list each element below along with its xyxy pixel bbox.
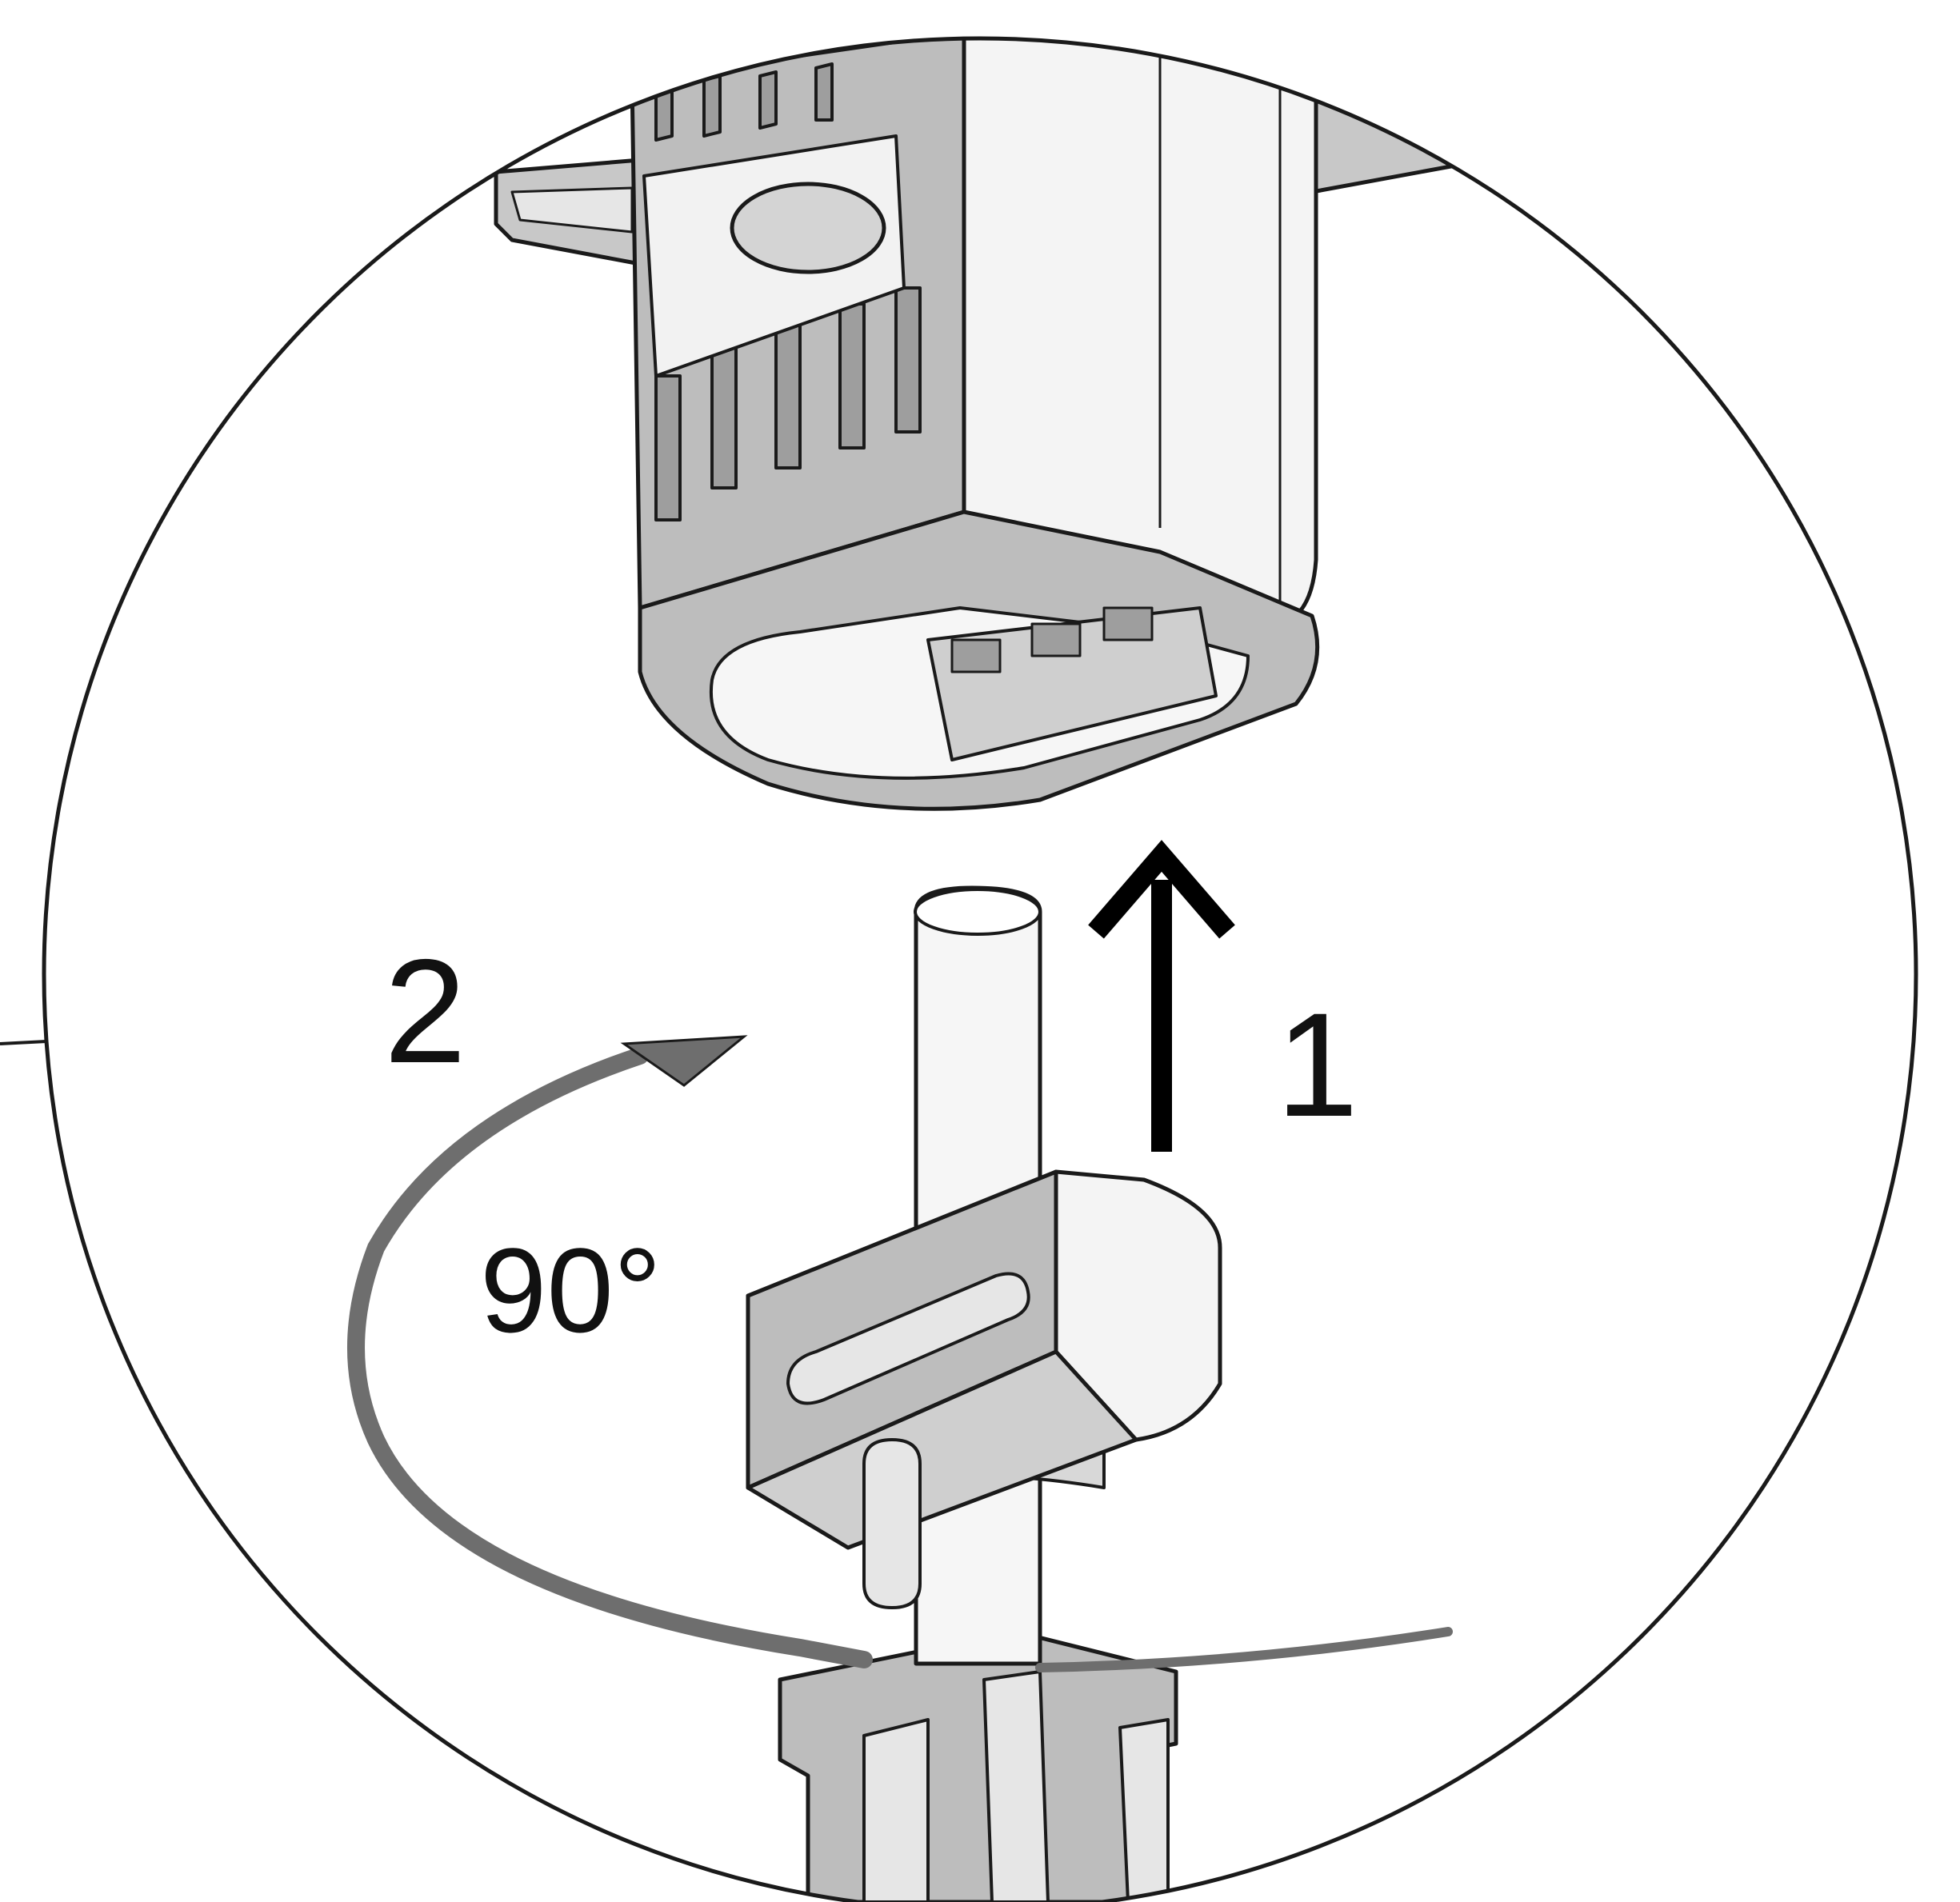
curved-rotate-arrow-icon bbox=[347, 1047, 873, 1668]
lower-part bbox=[746, 885, 1222, 1902]
right-bracket-arm bbox=[1302, 94, 1466, 194]
step-2-label: 2 bbox=[384, 929, 466, 1094]
rotate-arrow-head bbox=[620, 1035, 748, 1087]
base-cross bbox=[778, 1629, 1178, 1902]
key-block-bottom bbox=[746, 1349, 1138, 1550]
key-slot bbox=[786, 1272, 1030, 1405]
callout-leader-line bbox=[0, 1040, 47, 1045]
rotation-arrow bbox=[347, 1035, 1453, 1672]
upper-housing bbox=[494, 38, 1466, 811]
rotation-angle-label: 90° bbox=[480, 1223, 662, 1357]
base-ribs bbox=[862, 1670, 1170, 1902]
detail-view-content: 1 2 90° bbox=[347, 38, 1466, 1902]
detail-circle-border bbox=[42, 36, 1918, 1902]
step-1-label: 1 bbox=[1276, 983, 1358, 1148]
key-block-front bbox=[1054, 1169, 1222, 1442]
arrow-up-icon bbox=[1088, 840, 1235, 1152]
pin-slot bbox=[862, 1438, 922, 1609]
housing-boss bbox=[730, 182, 886, 274]
